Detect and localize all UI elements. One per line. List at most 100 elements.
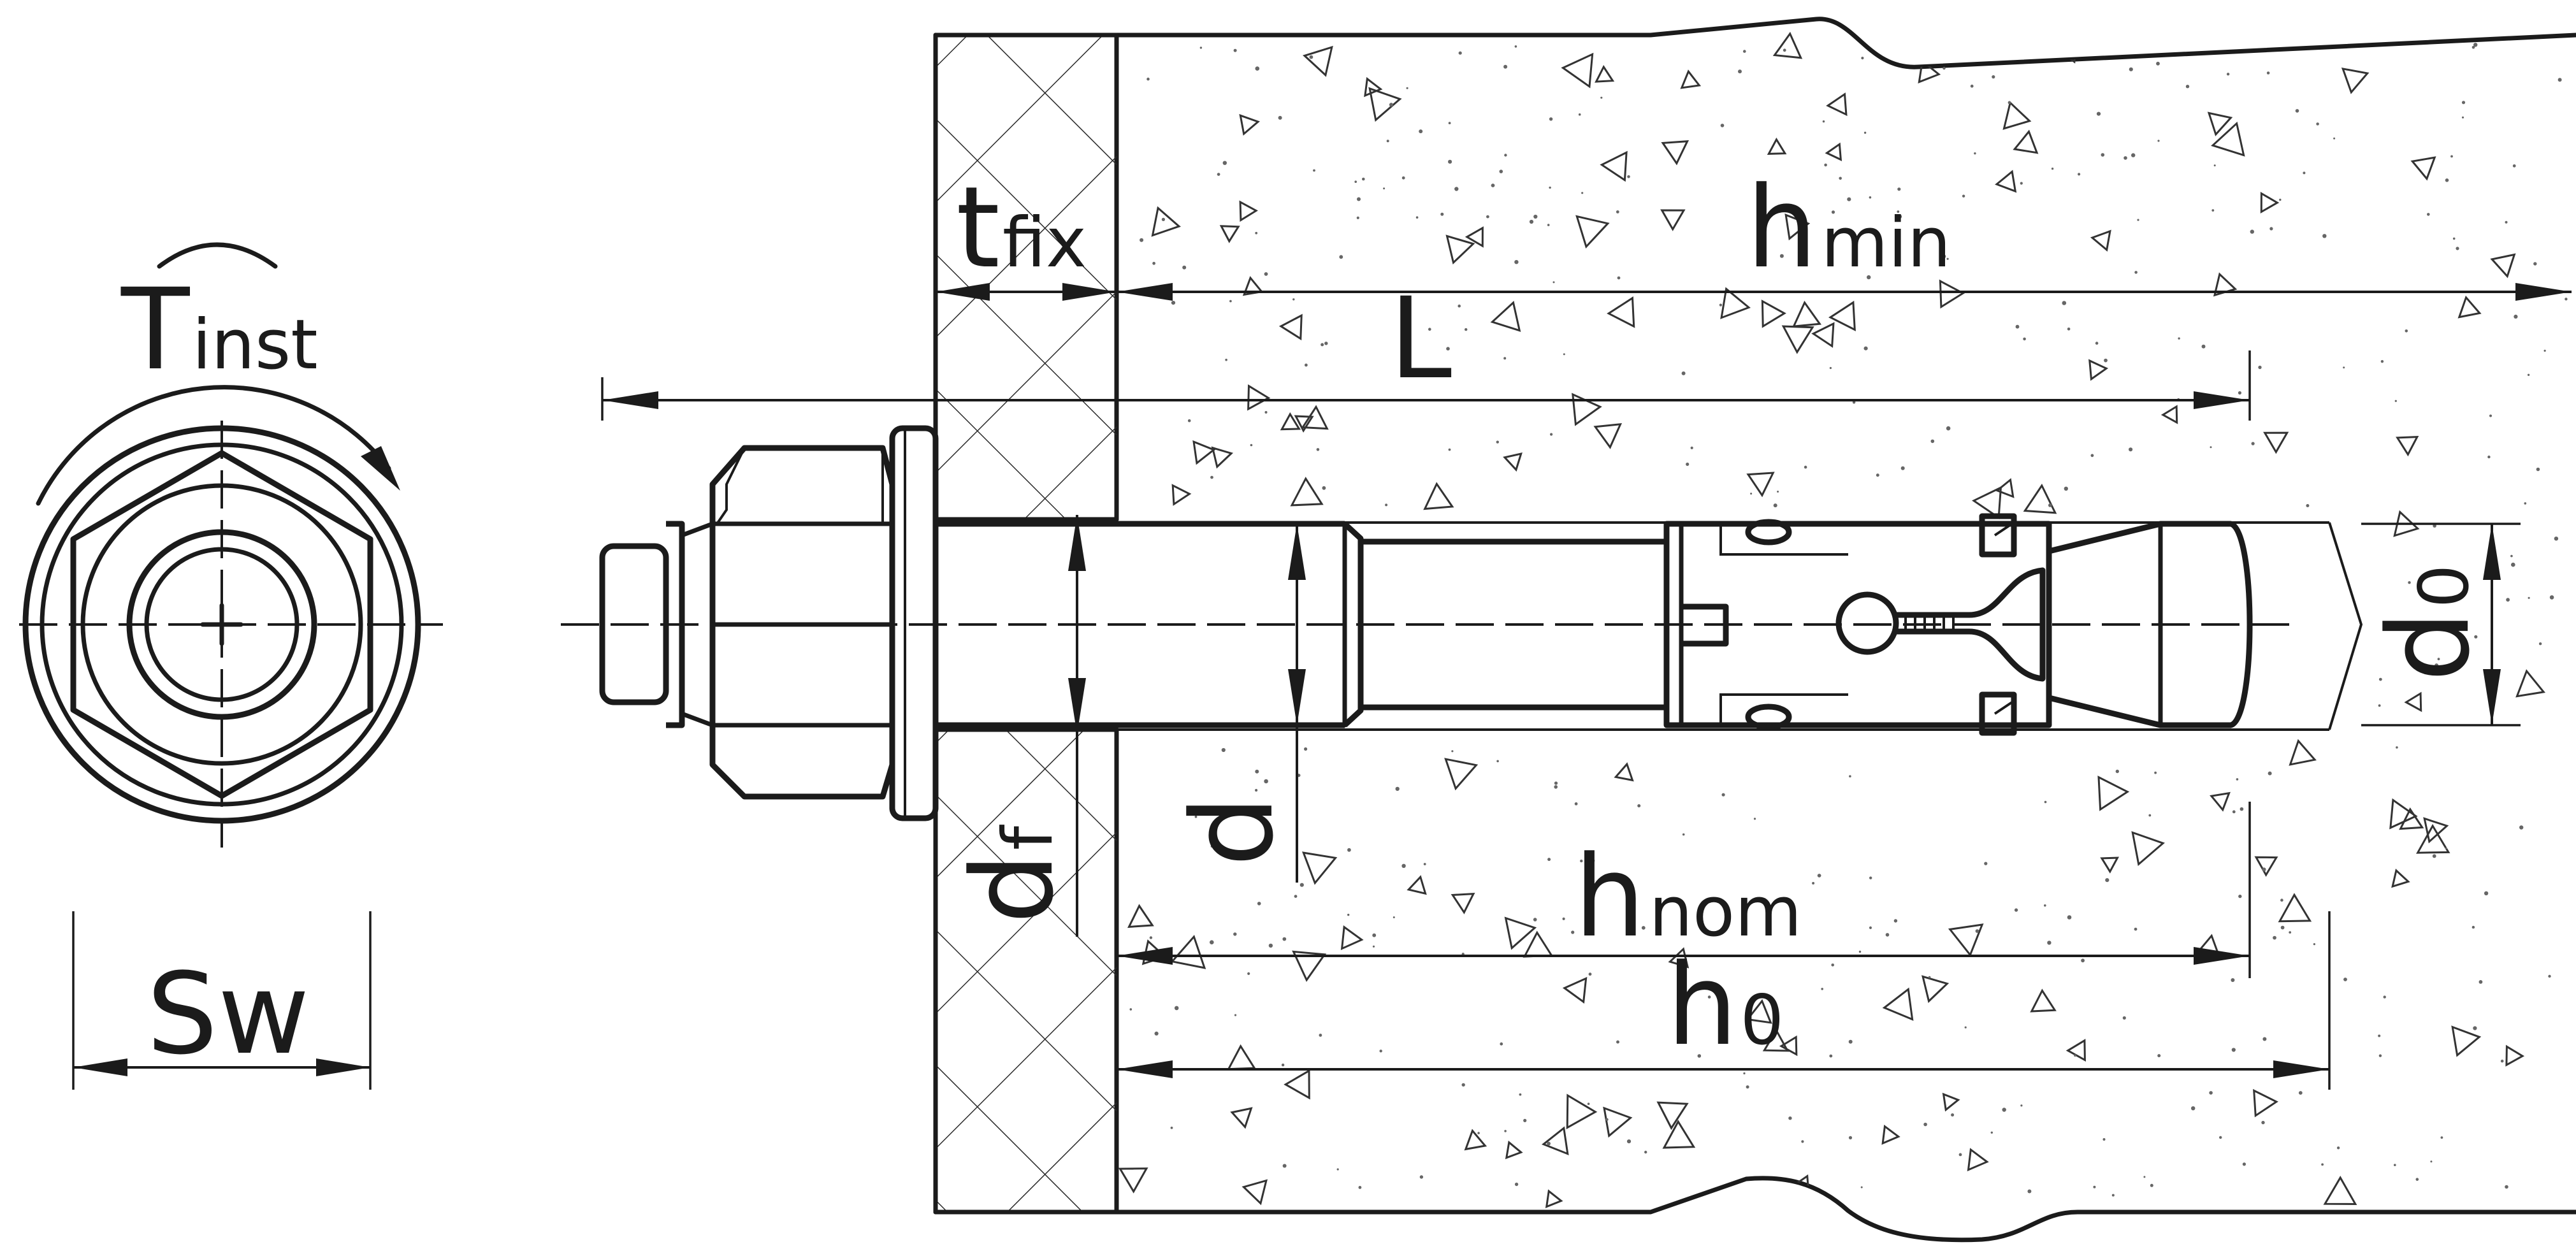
concrete-speck: [2427, 213, 2430, 216]
concrete-aggregate: [1464, 1129, 1487, 1151]
concrete-speck: [1600, 96, 1603, 99]
concrete-speck: [2487, 455, 2491, 459]
concrete-speck: [1580, 859, 1583, 863]
concrete-speck: [1946, 426, 1951, 431]
concrete-speck: [2473, 43, 2478, 47]
expansion-cone: [2048, 521, 2253, 728]
concrete-speck: [2343, 978, 2347, 981]
concrete-speck: [2343, 366, 2345, 369]
concrete-speck: [2148, 814, 2152, 817]
concrete-speck: [2262, 867, 2266, 872]
concrete-speck: [1943, 66, 1946, 70]
concrete-aggregate: [1219, 225, 1240, 243]
concrete-speck: [1187, 419, 1191, 422]
concrete-speck: [1264, 779, 1268, 784]
concrete-speck: [2461, 101, 2466, 105]
concrete-aggregate: [1284, 1069, 1310, 1100]
concrete-speck: [1824, 163, 1827, 167]
concrete-speck: [2236, 778, 2239, 781]
concrete-aggregate: [1575, 215, 1610, 249]
concrete-speck: [1313, 169, 1315, 172]
concrete-aggregate: [1593, 422, 1623, 449]
concrete-speck: [2558, 78, 2562, 82]
concrete-aggregate: [2002, 101, 2032, 130]
concrete-speck: [1958, 1153, 1962, 1157]
concrete-speck: [1496, 440, 1499, 444]
concrete-aggregate: [1239, 113, 1260, 136]
concrete-speck: [2105, 878, 2109, 883]
concrete-speck: [1503, 64, 1508, 69]
concrete-speck: [1233, 932, 1237, 936]
concrete-aggregate: [1127, 904, 1154, 928]
concrete-speck: [2262, 1037, 2267, 1041]
concrete-speck: [1848, 1136, 1853, 1139]
concrete-speck: [2023, 337, 2026, 341]
concrete-speck: [2394, 1164, 2396, 1166]
concrete-aggregate: [1792, 300, 1822, 328]
concrete-speck: [1255, 789, 1258, 792]
concrete-speck: [1250, 444, 1253, 447]
concrete-aggregate: [2323, 1175, 2357, 1206]
concrete-aggregate: [1451, 892, 1475, 914]
concrete-speck: [1562, 917, 1565, 920]
concrete-aggregate: [2253, 1088, 2278, 1118]
concrete-aggregate: [2457, 295, 2482, 319]
label-t-fix: tfix: [956, 162, 1087, 293]
concrete-aggregate: [2066, 1039, 2086, 1062]
concrete-speck: [1801, 1140, 1804, 1143]
concrete-speck: [1773, 503, 1777, 508]
concrete-aggregate: [1600, 150, 1628, 182]
concrete-speck: [1861, 57, 1864, 60]
concrete-aggregate: [1368, 87, 1402, 122]
concrete-aggregate: [1545, 1189, 1563, 1208]
concrete-speck: [2500, 1059, 2504, 1063]
concrete-aggregate: [1882, 987, 1914, 1021]
concrete-speck: [1491, 184, 1495, 187]
concrete-aggregate: [1290, 477, 1324, 507]
concrete-speck: [2044, 800, 2047, 804]
concrete-aggregate: [2210, 791, 2231, 812]
concrete-aggregate: [1680, 69, 1702, 89]
concrete-speck: [2435, 663, 2439, 668]
concrete-speck: [1616, 1040, 1619, 1044]
concrete-speck: [1964, 1026, 1967, 1029]
concrete-speck: [1626, 1139, 1632, 1144]
concrete-aggregate: [1280, 412, 1301, 431]
concrete-speck: [1454, 187, 1459, 191]
concrete-speck: [1951, 1113, 1955, 1117]
concrete-speck: [1897, 187, 1901, 191]
concrete-aggregate: [1504, 916, 1537, 950]
concrete-aggregate: [1972, 486, 2002, 519]
concrete-aggregate: [1828, 300, 1856, 331]
concrete-aggregate: [1660, 209, 1686, 231]
concrete-aggregate: [2263, 431, 2289, 454]
concrete-speck: [1719, 303, 1722, 307]
concrete-speck: [1174, 1006, 1179, 1011]
concrete-speck: [1448, 448, 1451, 451]
concrete-speck: [2124, 156, 2127, 160]
concrete-aggregate: [1918, 59, 1941, 84]
concrete-speck: [2266, 71, 2270, 75]
concrete-speck: [1533, 214, 1538, 219]
label-l: L: [1389, 273, 1452, 404]
concrete-aggregate: [1603, 1106, 1633, 1138]
concrete-speck: [2565, 298, 2568, 301]
concrete-speck: [2378, 1054, 2382, 1057]
concrete-speck: [2027, 1189, 2032, 1194]
concrete-speck: [2505, 220, 2508, 224]
concrete-speck: [1804, 465, 1807, 469]
concrete-speck: [1554, 785, 1558, 789]
concrete-speck: [2456, 247, 2459, 250]
concrete-speck: [1322, 486, 1326, 490]
concrete-speck: [2313, 943, 2315, 946]
concrete-speck: [1581, 192, 1584, 194]
concrete-speck: [1257, 902, 1261, 906]
concrete-speck: [1440, 212, 1444, 216]
concrete-speck: [1591, 858, 1595, 863]
concrete-speck: [1282, 937, 1287, 941]
concrete-speck: [1563, 353, 1565, 356]
concrete-speck: [1930, 439, 1935, 444]
concrete-speck: [2201, 344, 2206, 349]
concrete-aggregate: [1302, 45, 1333, 77]
